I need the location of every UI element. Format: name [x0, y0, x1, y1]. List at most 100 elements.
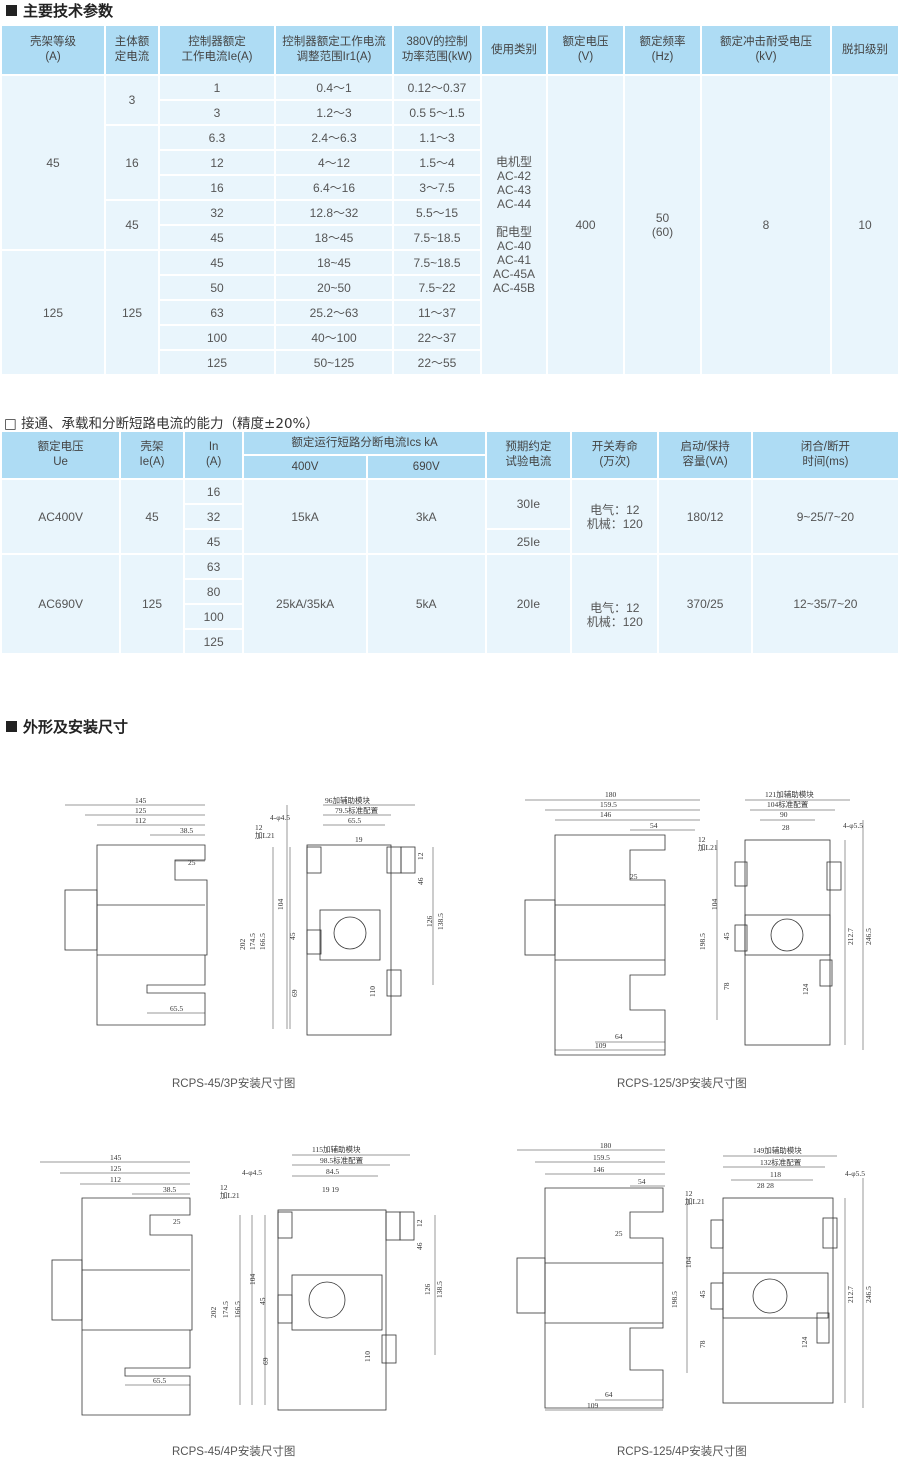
spec-table-breaking: 额定电压 Ue 壳架 Ie(A) In (A) 额定运行短路分断电流Ics kA… — [0, 430, 900, 655]
dim-label: 45 — [258, 1297, 267, 1305]
front-view — [716, 799, 864, 1050]
dim-label: 28 — [782, 823, 790, 832]
side-view — [516, 1149, 665, 1411]
header-power-range: 380V的控制 功率范围(kW) — [394, 26, 480, 74]
dim-label: 65.5 — [170, 1004, 183, 1013]
cell-power: 3～7.5 — [394, 176, 480, 199]
cell-power: 7.5~22 — [394, 276, 480, 299]
dim-label: 212.7 — [846, 928, 855, 945]
header-frequency: 额定频率 (Hz) — [625, 26, 700, 74]
cell-frame: 45 — [121, 480, 183, 553]
cell-frequency: 50 (60) — [625, 76, 700, 374]
cell-in: 63 — [184, 555, 243, 578]
cell-test-current: 20Ie — [486, 555, 571, 653]
table-row: 100 40～100 22～37 — [2, 326, 898, 349]
dim-label: 54 — [638, 1177, 646, 1186]
dim-label: 198.5 — [670, 1291, 679, 1308]
dim-label: 104 — [684, 1257, 693, 1269]
header-voltage: 额定电压 (V) — [548, 26, 623, 74]
dim-label: 12 — [416, 852, 425, 860]
dim-label: 25 — [188, 858, 196, 867]
dim-label: 104 — [276, 899, 285, 911]
dim-label: 145 — [135, 796, 147, 805]
front-view — [686, 1155, 864, 1408]
cell-power: 0.5 5～1.5 — [394, 101, 480, 124]
cell-range: 40～100 — [276, 326, 392, 349]
dim-label: 174.5 — [248, 933, 257, 950]
table-row: 3 1.2～3 0.5 5～1.5 — [2, 101, 898, 124]
dim-label: 112 — [110, 1175, 121, 1184]
cell-ie: 50 — [160, 276, 274, 299]
table-row: 100 — [2, 605, 898, 628]
cell-in: 80 — [184, 580, 243, 603]
dim-label: 118 — [770, 1170, 781, 1179]
dim-label: 96加辅助模块 — [325, 795, 370, 805]
cell-voltage: AC690V — [2, 555, 120, 653]
dim-label: 54 — [650, 821, 658, 830]
dim-label: 166.5 — [233, 1301, 242, 1318]
cell-body-current: 3 — [106, 76, 158, 124]
dim-label: 25 — [173, 1217, 181, 1226]
table-row: 45 32 12.8～32 5.5～15 — [2, 201, 898, 249]
dim-label: 159.5 — [600, 800, 617, 809]
cell-ie: 3 — [160, 101, 274, 124]
table-row: 63 25.2～63 11～37 — [2, 301, 898, 324]
header-controller-current: 控制器额定 工作电流Ie(A) — [160, 26, 274, 74]
section-title-breaking-capacity: □ 接通、承载和分断短路电流的能力（精度±20%） — [4, 412, 319, 432]
drawing-caption: RCPS-125/4P安装尺寸图 — [617, 1446, 747, 1458]
cell-switch-life: 电气：12 机械：120 — [572, 555, 658, 653]
dim-label: 110 — [363, 1351, 372, 1362]
dim-label: 19 19 — [322, 1185, 339, 1194]
cell-ie: 12 — [160, 151, 274, 174]
dim-label: 38.5 — [180, 826, 193, 835]
dim-label: 46 — [416, 877, 425, 885]
cell-690v: 3kA — [367, 480, 485, 553]
dim-label: 12 — [415, 1219, 424, 1227]
cell-in: 100 — [184, 605, 243, 628]
cell-range: 1.2～3 — [276, 101, 392, 124]
dim-label: 45 — [698, 1290, 707, 1298]
cell-in: 32 — [184, 505, 243, 528]
dim-label: 69 — [290, 989, 299, 997]
header-body-current: 主体额 定电流 — [106, 26, 158, 74]
dim-label: 79.5标准配置 — [335, 805, 379, 815]
dim-label: 84.5 — [326, 1167, 339, 1176]
cell-hold: 370/25 — [659, 555, 751, 653]
front-view — [239, 1154, 436, 1411]
drawing-rcps-45-4p: 145 125 112 38.5 25 65.5 115加辅助模块 98.5标准… — [40, 1144, 444, 1416]
cell-power: 1.1～3 — [394, 126, 480, 149]
header-rated-voltage: 额定电压 Ue — [2, 432, 120, 478]
cell-in: 45 — [184, 530, 243, 553]
header-in: In (A) — [184, 432, 243, 478]
dim-label: 64 — [615, 1032, 623, 1041]
cell-400v: 15kA — [244, 480, 366, 553]
square-bullet-icon — [6, 721, 17, 732]
header-frame: 壳架 Ie(A) — [121, 432, 183, 478]
dim-label: 149加辅助模块 — [753, 1145, 802, 1155]
dim-label: 69 — [261, 1357, 270, 1365]
cell-frame: 45 — [2, 76, 104, 249]
cell-power: 22～37 — [394, 326, 480, 349]
dim-label: 46 — [415, 1242, 424, 1250]
dim-label: 246.5 — [864, 928, 873, 945]
header-690v: 690V — [367, 456, 485, 478]
dim-label: 64 — [605, 1390, 613, 1399]
dim-label: 104 — [710, 899, 719, 911]
cell-hold: 180/12 — [659, 480, 751, 553]
cell-400v: 25kA/35kA — [244, 555, 366, 653]
table-row: 45 18～45 7.5~18.5 — [2, 226, 898, 249]
table-row: 16 6.4～16 3～7.5 — [2, 176, 898, 199]
table-row: 125 125 45 18~45 7.5~18.5 — [2, 251, 898, 374]
table-row: 45 3 1 0.4～1 0.12～0.37 电机型 AC-42 AC-43 A… — [2, 76, 898, 374]
drawing-rcps-125-3p: 180 159.5 146 54 25 64 109 121加辅助模块 104标… — [524, 789, 873, 1056]
dim-label: 45 — [288, 932, 297, 940]
cell-690v: 5kA — [367, 555, 485, 653]
cell-ie: 100 — [160, 326, 274, 349]
dim-label: 145 — [110, 1153, 122, 1162]
cell-power: 11～37 — [394, 301, 480, 324]
cell-trip-class: 10 — [832, 76, 898, 374]
cell-ie: 45 — [160, 251, 274, 274]
dim-label: 124 — [800, 1337, 809, 1349]
section-title-main-params: 主要技术参数 — [6, 0, 113, 21]
